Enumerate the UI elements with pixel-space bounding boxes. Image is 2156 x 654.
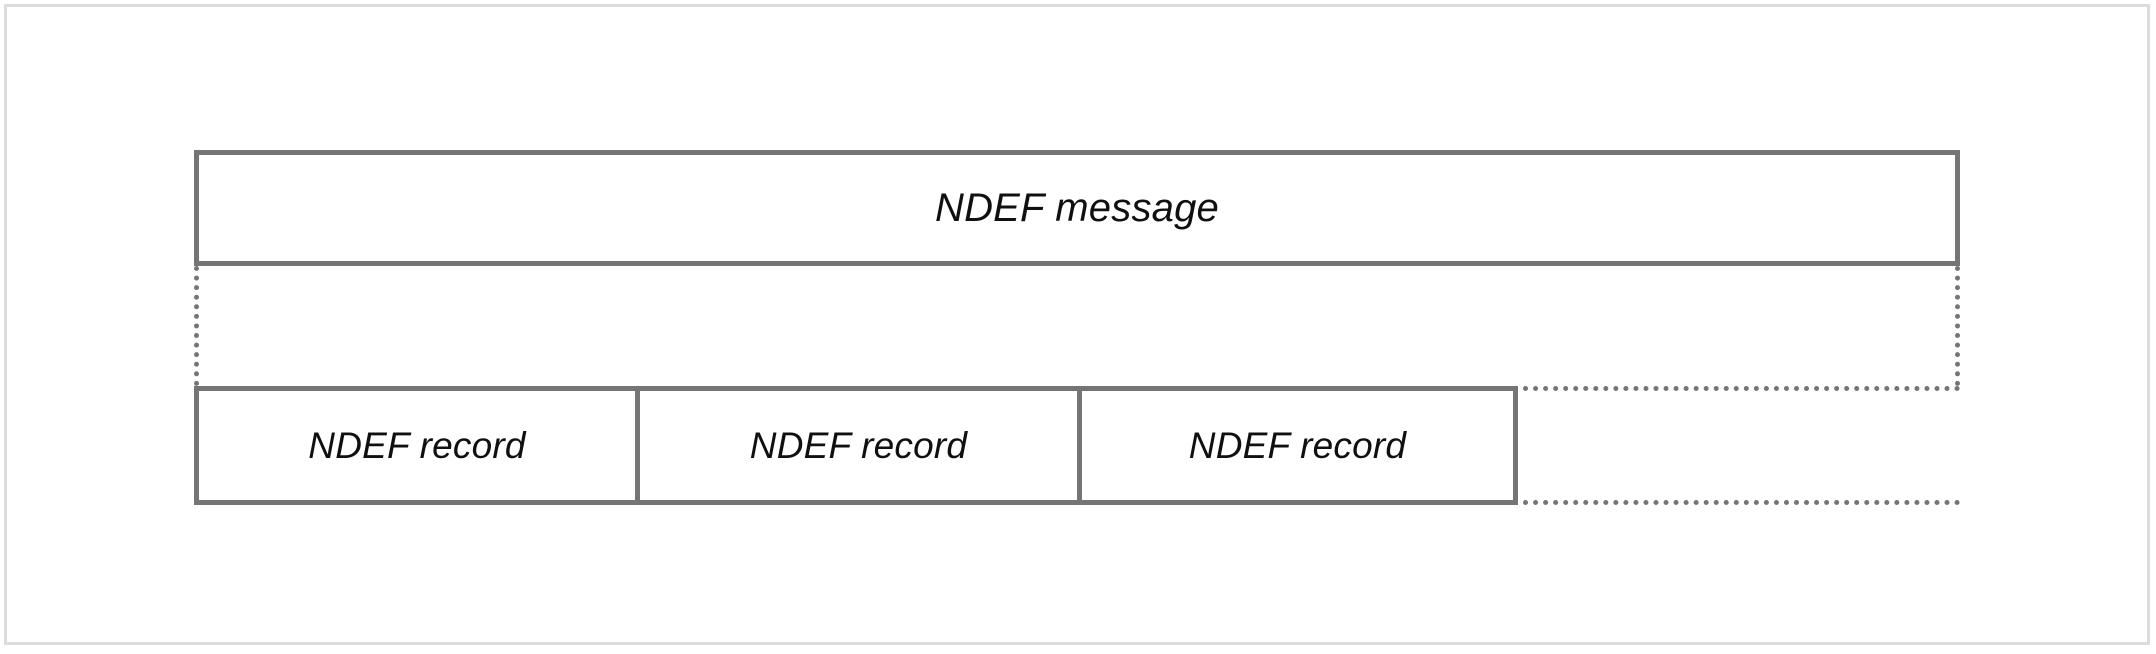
page-frame [4, 4, 2150, 645]
connector-dotted-right [1955, 266, 1960, 386]
ndef-record-label-2: NDEF record [749, 424, 968, 466]
ndef-record-label-3: NDEF record [1188, 424, 1407, 466]
ndef-record-box-2: NDEF record [635, 386, 1082, 505]
ndef-message-box: NDEF message [194, 150, 1960, 266]
ndef-record-label-1: NDEF record [308, 424, 526, 466]
ndef-record-box-3: NDEF record [1077, 386, 1518, 505]
connector-dotted-left [194, 266, 199, 386]
ndef-message-label: NDEF message [935, 185, 1219, 230]
ndef-record-box-1: NDEF record [194, 386, 640, 505]
ndef-records-row: NDEF record NDEF record NDEF record [194, 386, 1960, 505]
ndef-record-continuation [1513, 386, 1960, 505]
